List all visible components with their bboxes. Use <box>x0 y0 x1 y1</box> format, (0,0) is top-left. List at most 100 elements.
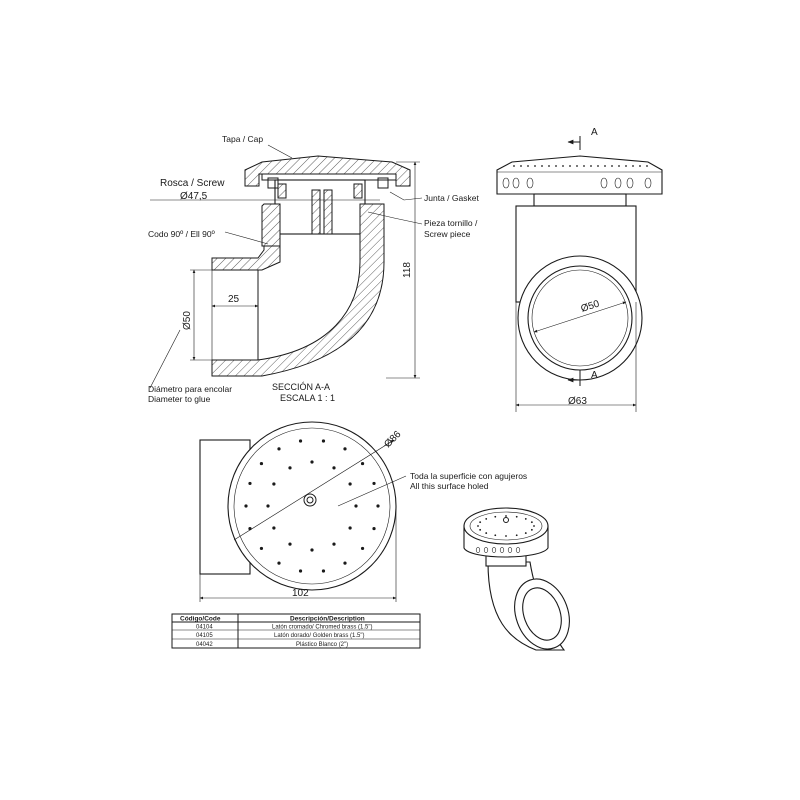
drain-hole <box>332 542 336 546</box>
drain-hole <box>272 526 276 530</box>
table-cell-code: 04104 <box>196 625 213 631</box>
cap-top-hole <box>646 165 648 167</box>
table-cell-code: 04105 <box>196 633 213 639</box>
cap-top-hole <box>590 165 592 167</box>
drain-hole <box>288 466 292 470</box>
iso-hole <box>494 534 497 537</box>
drain-hole <box>244 504 248 508</box>
iso-side-hole <box>507 547 513 553</box>
drain-hole <box>360 546 365 551</box>
drain-hole <box>272 482 276 486</box>
drain-hole <box>343 447 347 451</box>
cap-top-hole <box>548 165 550 167</box>
cap-top-hole <box>527 165 529 167</box>
iso-hole <box>515 534 518 537</box>
screw-piece-section <box>267 177 389 235</box>
code-table: Código/Code Descripción/Description 0410… <box>171 613 421 649</box>
isometric-view <box>463 507 570 651</box>
drain-hole <box>348 482 352 486</box>
iso-hole <box>479 528 482 531</box>
drain-hole <box>343 561 347 565</box>
iso-side-hole <box>515 547 521 553</box>
surface-note-1: Toda la superficie con agujeros <box>410 471 527 481</box>
iso-hole <box>530 528 533 531</box>
iso-side-hole <box>491 547 497 553</box>
cap-side-hole <box>526 177 534 189</box>
socket-depth-dimension: 25 <box>228 294 240 305</box>
drain-hole <box>372 526 376 531</box>
cap-diameter: Ø86 <box>382 429 403 450</box>
table-header-code: Código/Code <box>180 616 221 623</box>
elbow-label: Codo 90º / Ell 90º <box>148 229 215 239</box>
cap-top-hole <box>541 165 543 167</box>
cap-top-hole <box>625 165 627 167</box>
cap-side-hole <box>644 177 652 189</box>
iso-side-hole <box>483 547 489 553</box>
iso-hole <box>494 515 497 518</box>
cap-top-hole <box>611 165 613 167</box>
cap-top-hole <box>597 165 599 167</box>
cap-top-hole <box>639 165 641 167</box>
table-cell-description: Latón dorado/ Golden brass (1.5") <box>274 633 365 639</box>
drain-hole <box>248 481 252 486</box>
drain-hole <box>298 439 303 443</box>
screw-piece-label-1: Pieza tornillo / <box>424 218 478 228</box>
cap-side-hole <box>626 177 634 189</box>
drain-hole <box>321 439 326 443</box>
iso-hole <box>524 532 527 534</box>
cap-top-hole <box>562 165 564 167</box>
iso-hole <box>485 532 488 534</box>
gasket-label: Junta / Gasket <box>424 193 479 203</box>
surface-note-2: All this surface holed <box>410 481 489 491</box>
cap-side-hole <box>512 177 520 189</box>
table-cell-description: Plástico Blanco (2") <box>296 642 348 648</box>
cap-top-hole <box>576 165 578 167</box>
cap-top-hole <box>513 165 515 167</box>
cap-top-hole <box>604 165 606 167</box>
glue-label-2: Diameter to glue <box>148 394 211 404</box>
cap-side-hole <box>600 177 608 189</box>
drain-hole <box>354 504 358 508</box>
total-width-dimension: 102 <box>292 588 309 599</box>
drain-hole <box>288 542 292 546</box>
section-scale: ESCALA 1 : 1 <box>280 393 335 403</box>
cap-top-hole <box>618 165 620 167</box>
cap-side-hole <box>614 177 622 189</box>
cap-top-hole <box>534 165 536 167</box>
cap-top-hole <box>555 165 557 167</box>
glue-diameter-dimension: Ø50 <box>182 311 193 330</box>
drain-hole <box>259 461 264 466</box>
cap-top-hole <box>569 165 571 167</box>
drain-hole <box>332 466 336 470</box>
section-view: Tapa / Cap Rosca / Screw Ø47,5 Junta / G… <box>148 134 479 404</box>
cap-label: Tapa / Cap <box>222 134 263 144</box>
height-dimension: 118 <box>402 262 413 278</box>
iso-hole <box>530 521 533 524</box>
drain-hole <box>277 447 281 451</box>
glue-label-1: Diámetro para encolar <box>148 384 232 394</box>
drain-hole <box>372 481 376 486</box>
iso-hole <box>533 525 535 527</box>
screw-piece-label-2: Screw piece <box>424 229 471 239</box>
drain-hole <box>259 546 264 551</box>
drain-hole <box>266 504 270 508</box>
drain-hole <box>376 504 380 508</box>
drain-hole <box>348 526 352 530</box>
table-cell-code: 04042 <box>196 642 213 648</box>
iso-hole <box>505 515 507 517</box>
cap-side-hole <box>502 177 510 189</box>
drain-hole <box>298 569 303 573</box>
iso-hole <box>505 535 507 537</box>
iso-hole <box>524 518 527 520</box>
table-header-description: Descripción/Description <box>290 616 365 623</box>
section-mark-top: A <box>591 127 598 138</box>
iso-hole <box>477 525 479 527</box>
table-cell-description: Latón cromado/ Chromed brass (1.5") <box>272 625 373 631</box>
section-mark-bottom: A <box>591 370 598 381</box>
top-view: Ø86 Toda la superficie con agujeros All … <box>199 421 527 602</box>
drain-hole <box>321 569 326 573</box>
iso-side-hole <box>499 547 505 553</box>
iso-side-hole <box>475 547 481 553</box>
side-view: Ø50 A A Ø63 <box>496 127 663 412</box>
